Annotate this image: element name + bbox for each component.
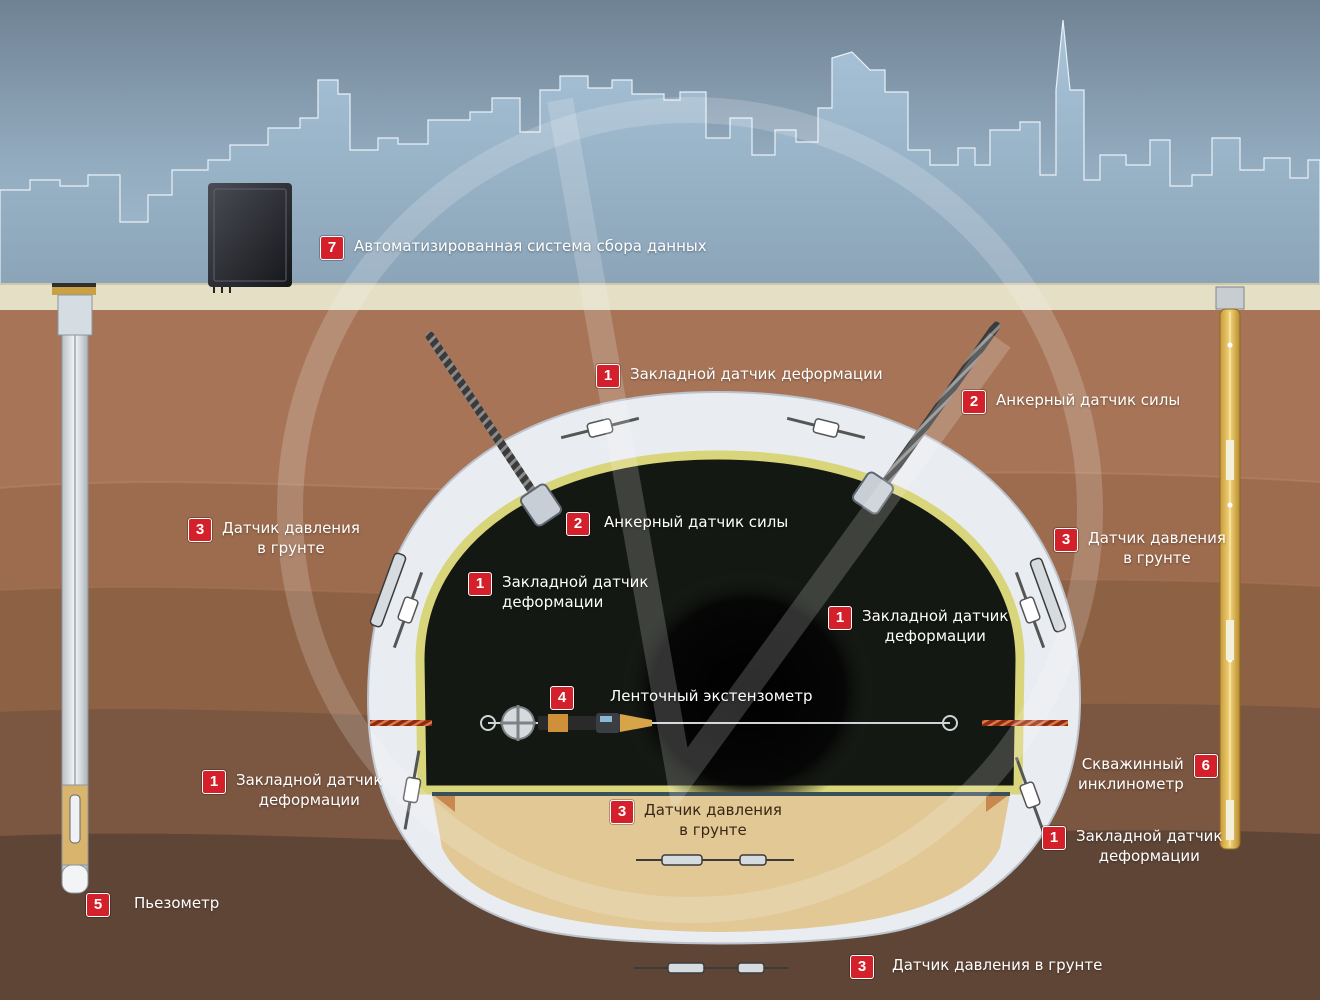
- rock-anchors: [425, 321, 1001, 527]
- callout-label: Пьезометр: [134, 894, 220, 912]
- callout-number-badge: 3: [610, 800, 634, 824]
- callout-number-badge: 1: [1042, 826, 1066, 850]
- tunnel-void: [620, 570, 876, 814]
- callout-label: Анкерный датчик силы: [604, 513, 789, 531]
- callout-strain-gauge-crown: 1 Закладной датчик деформации: [596, 364, 883, 388]
- callout-number-badge: 1: [202, 770, 226, 794]
- callout-tape-extensometer: 4 Ленточный экстензометр: [550, 686, 813, 710]
- inclinometer-borehole: [1215, 286, 1245, 850]
- tape-extensometer: [370, 705, 1068, 741]
- callout-number-badge: 5: [86, 893, 110, 917]
- callout-data-acquisition: 7 Автоматизированная система сбора данны…: [320, 236, 707, 260]
- watermark: [277, 97, 1103, 923]
- callout-label: Ленточный экстензометр: [610, 687, 813, 705]
- callout-anchor-load-cell-inner: 2 Анкерный датчик силы: [566, 512, 788, 536]
- callout-anchor-load-cell-outer: 2 Анкерный датчик силы: [962, 390, 1180, 414]
- callout-label: Автоматизированная система сбора данных: [354, 237, 707, 255]
- callout-label: Закладной датчик деформации: [630, 365, 883, 383]
- callout-label: Анкерный датчик силы: [996, 391, 1181, 409]
- callout-number-badge: 2: [566, 512, 590, 536]
- callout-number-badge: 6: [1193, 754, 1218, 778]
- ground-surface: [0, 284, 1320, 310]
- callout-label: Датчик давления в грунте: [892, 956, 1103, 974]
- callout-number-badge: 1: [828, 606, 852, 630]
- callout-number-badge: 7: [320, 236, 344, 260]
- data-acquisition-box: [208, 183, 292, 293]
- callout-number-badge: 2: [962, 390, 986, 414]
- callout-number-badge: 4: [550, 686, 574, 710]
- callout-number-badge: 3: [188, 518, 212, 542]
- city-skyline: [0, 19, 1320, 293]
- earth-pressure-cells: [369, 552, 1067, 974]
- callout-number-badge: 3: [850, 955, 874, 979]
- callout-number-badge: 3: [1054, 528, 1078, 552]
- callout-pressure-cell-bottom: 3 Датчик давления в грунте: [850, 955, 1102, 979]
- tunnel: [366, 390, 1082, 945]
- piezometer-borehole: [52, 283, 96, 894]
- callout-number-badge: 1: [596, 364, 620, 388]
- embedded-strain-gauges: [392, 416, 1046, 834]
- callout-number-badge: 1: [468, 572, 492, 596]
- callout-piezometer: 5 Пьезометр: [86, 893, 219, 917]
- tunnel-invert-fill: [432, 794, 1010, 932]
